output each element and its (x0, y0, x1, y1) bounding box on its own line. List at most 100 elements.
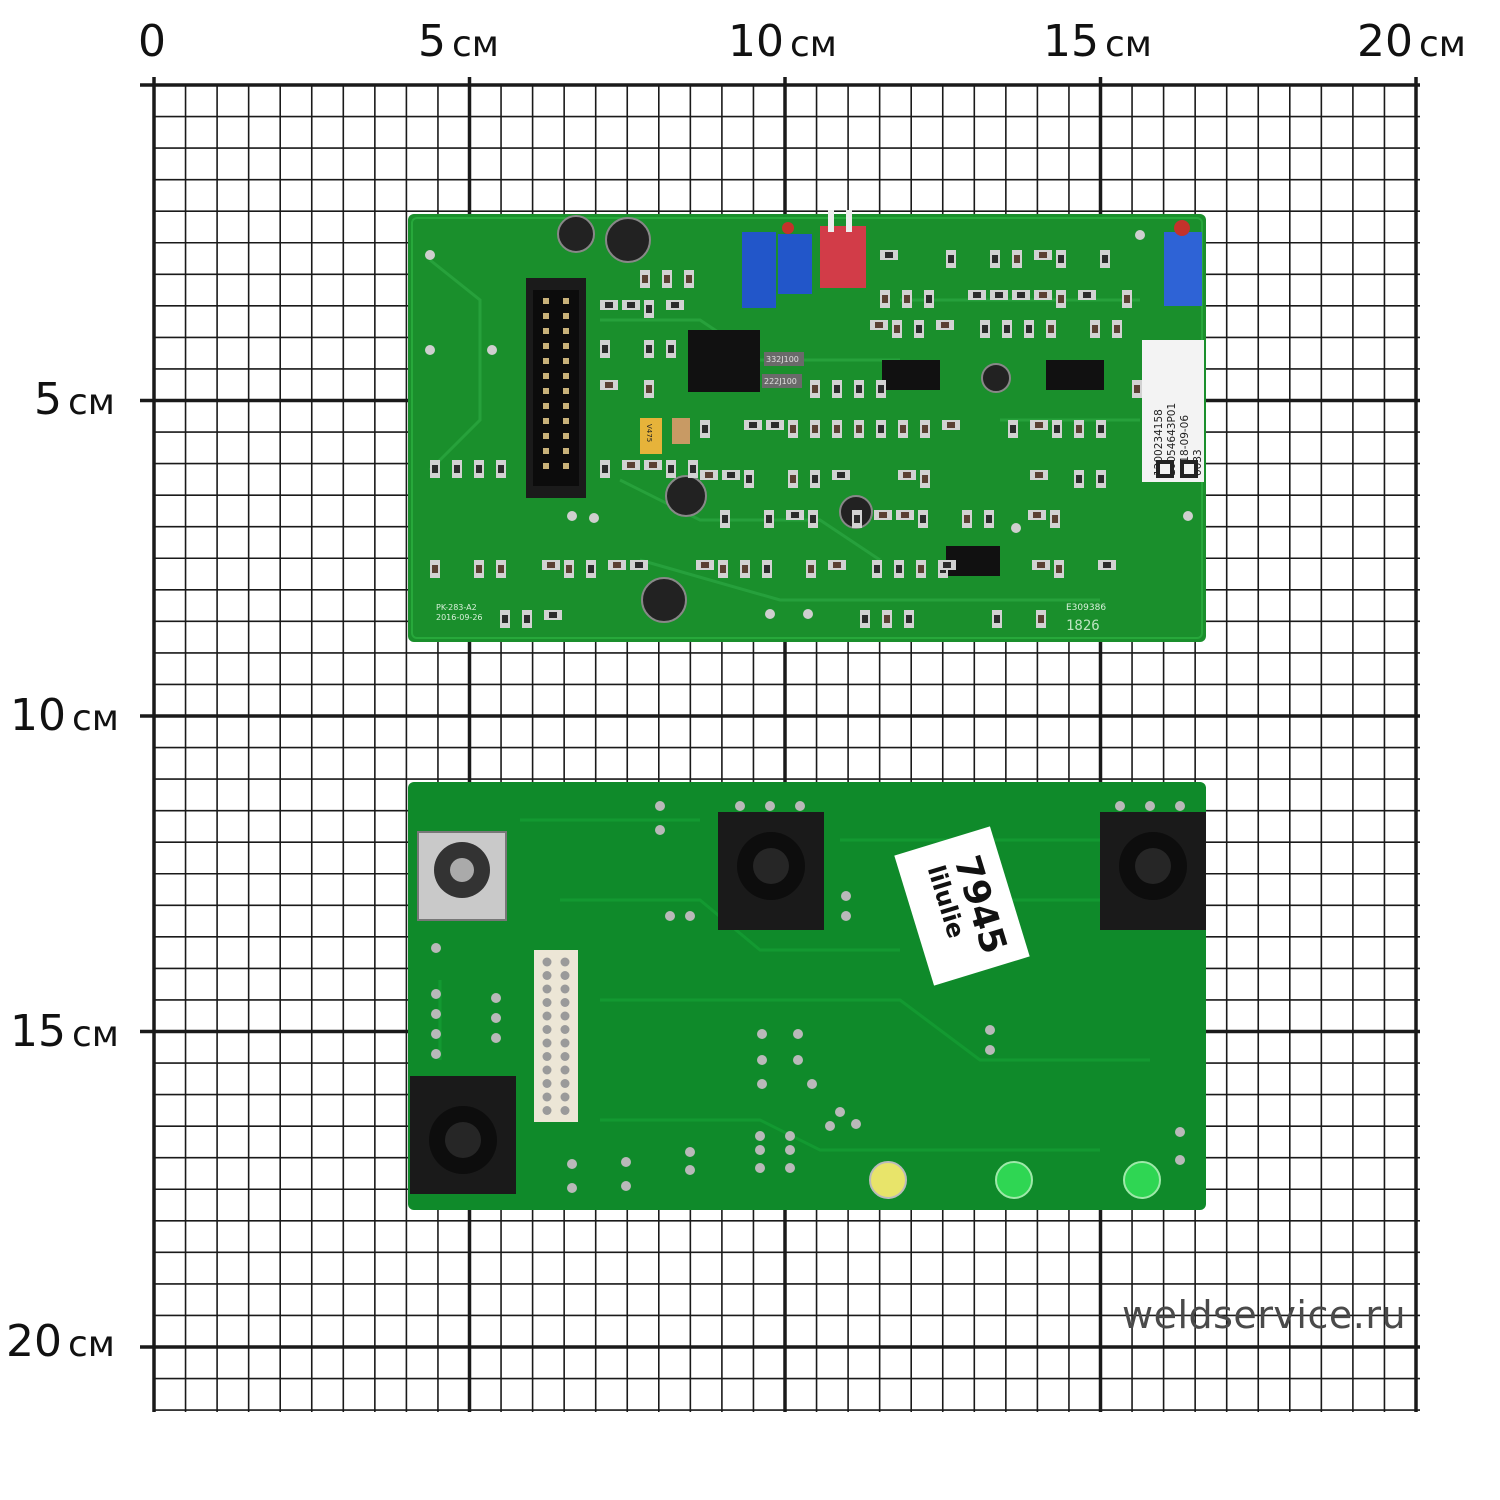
header-pin (543, 448, 549, 454)
smd-body (812, 475, 818, 483)
smd-body (432, 465, 438, 473)
smd-body (856, 425, 862, 433)
smd-body (1083, 292, 1091, 298)
electrolytic-cap-2 (605, 217, 651, 263)
smd-body (992, 255, 998, 263)
header-solder-pad (542, 998, 552, 1007)
header-solder-pad (560, 1038, 570, 1048)
smd-body (906, 615, 912, 623)
tantalum-cap (640, 418, 662, 454)
smd-body (524, 615, 530, 623)
smd-body (602, 345, 608, 353)
smd-body (1017, 292, 1025, 298)
smd-body (964, 515, 970, 523)
via-pad (567, 511, 577, 521)
smd-body (1035, 422, 1043, 428)
led-green-1 (995, 1161, 1033, 1199)
smd-body (922, 425, 928, 433)
via-pad (765, 609, 775, 619)
smd-body (918, 565, 924, 573)
smd-body (1052, 515, 1058, 523)
smd-body (885, 252, 893, 258)
smd-body (602, 465, 608, 473)
smd-body (1026, 325, 1032, 333)
chip-label-222: 222J100 (764, 377, 797, 386)
solder-joint (665, 911, 675, 921)
header-pin (543, 298, 549, 304)
header-solder-pad (542, 1079, 552, 1088)
smd-body (922, 475, 928, 483)
smd-body (790, 425, 796, 433)
header-solder-pad (560, 1079, 570, 1088)
smd-body (702, 425, 708, 433)
smd-body (646, 345, 652, 353)
solder-joint (757, 1055, 767, 1065)
smd-body (904, 295, 910, 303)
solder-joint (757, 1029, 767, 1039)
smd-body (948, 255, 954, 263)
smd-body (973, 292, 981, 298)
smd-body (720, 565, 726, 573)
via-pad (1135, 230, 1145, 240)
solder-joint (1145, 801, 1155, 811)
solder-joint (431, 943, 441, 953)
top-board-label (1142, 340, 1204, 482)
smd-body (1058, 295, 1064, 303)
header-pin (563, 448, 569, 454)
solder-joint (491, 1033, 501, 1043)
smd-body (498, 565, 504, 573)
header-pin (563, 328, 569, 334)
date-code: 1826 (1066, 618, 1100, 634)
smd-body (627, 462, 635, 468)
smd-body (854, 515, 860, 523)
via-pad (1011, 523, 1021, 533)
smd-body (671, 302, 679, 308)
smd-body (605, 302, 613, 308)
via-pad (1183, 511, 1193, 521)
smd-body (986, 515, 992, 523)
smd-body (1033, 512, 1041, 518)
smd-body (903, 472, 911, 478)
solder-joint (841, 891, 851, 901)
trimmer-blue-1 (742, 232, 776, 308)
header-pin (563, 298, 569, 304)
header-pin (543, 358, 549, 364)
smd-body (1038, 615, 1044, 623)
solder-joint (431, 1049, 441, 1059)
solder-joint (431, 989, 441, 999)
solder-joint (685, 1165, 695, 1175)
header-solder-pad (542, 1025, 552, 1034)
smd-body (837, 472, 845, 478)
smd-body (1124, 295, 1130, 303)
smd-body (790, 475, 796, 483)
electrolytic-cap-6 (981, 363, 1011, 393)
smd-body (856, 385, 862, 393)
smd-body (1054, 425, 1060, 433)
solder-joint (567, 1159, 577, 1169)
smd-body (498, 465, 504, 473)
solder-joint (431, 1009, 441, 1019)
led-green-2 (1123, 1161, 1161, 1199)
smd-body (749, 422, 757, 428)
header-solder-pad (542, 1092, 552, 1102)
header-solder-pad (560, 1025, 570, 1034)
smd-body (947, 422, 955, 428)
solder-joint (567, 1183, 577, 1193)
smd-body (834, 425, 840, 433)
smd-body (588, 565, 594, 573)
smd-body (649, 462, 657, 468)
smd-body (502, 615, 508, 623)
smd-body (812, 425, 818, 433)
solder-joint (785, 1145, 795, 1155)
smd-body (882, 295, 888, 303)
smd-body (746, 475, 752, 483)
smd-body (874, 565, 880, 573)
electrolytic-cap-3 (665, 475, 707, 517)
smd-body (1058, 255, 1064, 263)
solder-joint (807, 1079, 817, 1089)
smd-body (722, 515, 728, 523)
